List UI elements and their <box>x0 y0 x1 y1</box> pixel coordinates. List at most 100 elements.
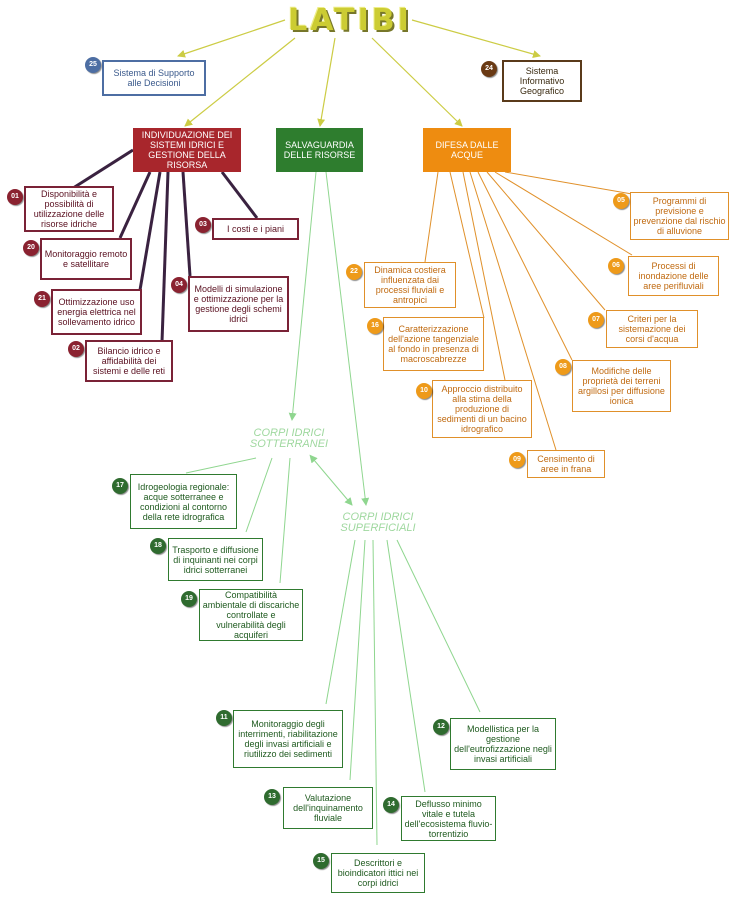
link-water-01 <box>69 148 134 192</box>
link-surface-11 <box>325 539 356 705</box>
link-safeguard-surface <box>325 171 370 506</box>
item-22-label: Dinamica costiera influenzata dai proces… <box>374 265 446 305</box>
link-defence-05 <box>504 171 633 195</box>
link-title-safeguard <box>317 37 336 127</box>
item-17-box[interactable]: Idrogeologia regionale: acque sotterrane… <box>130 474 237 529</box>
item-22-box[interactable]: Dinamica costiera influenzata dai proces… <box>364 262 456 308</box>
header-water-label: INDIVIDUAZIONE DEI SISTEMI IDRICI E GEST… <box>141 130 233 170</box>
link-surface-13 <box>349 539 366 781</box>
gis-box[interactable]: Sistema Informativo Geografico <box>502 60 582 102</box>
link-water-03 <box>220 171 259 219</box>
item-21-label: Ottimizzazione uso energia elettrica nel… <box>57 297 136 327</box>
item-09-box[interactable]: Censimento di aree in frana <box>527 450 605 478</box>
hub-groundwater[interactable]: CORPI IDRICI SOTTERRANEI <box>236 428 342 450</box>
link-title-dss <box>177 19 286 58</box>
safeguard-links <box>288 171 370 506</box>
item-14-badge: 14 <box>383 797 399 813</box>
item-13-box[interactable]: Valutazione dell'inquinamento fluviale <box>283 787 373 829</box>
dss-box[interactable]: Sistema di Supporto alle Decisioni <box>102 60 206 96</box>
item-04-badge: 04 <box>171 277 187 293</box>
item-05-label: Programmi di previsione e prevenzione da… <box>633 196 726 236</box>
item-01-badge: 01 <box>7 189 23 205</box>
item-07-label: Criteri per la sistemazione dei corsi d'… <box>618 314 686 344</box>
hub-groundwater-label: CORPI IDRICI SOTTERRANEI <box>249 427 329 450</box>
item-14-label: Deflusso minimo vitale e tutela dell'eco… <box>404 798 493 839</box>
hub-surface[interactable]: CORPI IDRICI SUPERFICIALI <box>326 512 430 534</box>
item-15-label: Descrittori e bioindicatori ittici nei c… <box>337 858 419 888</box>
item-12-badge: 12 <box>433 719 449 735</box>
link-groundwater-18 <box>245 457 273 533</box>
item-16-label: Caratterizzazione dell'azione tangenzial… <box>388 324 479 364</box>
item-06-box[interactable]: Processi di inondazione delle aree perif… <box>628 256 719 296</box>
item-06-badge: 06 <box>608 258 624 274</box>
item-19-badge: 19 <box>181 591 197 607</box>
item-11-box[interactable]: Monitoraggio degli interrimenti, riabili… <box>233 710 343 768</box>
latibi-logo: LATIBI <box>288 3 412 38</box>
header-defence[interactable]: DIFESA DALLE ACQUE <box>423 128 511 172</box>
item-21-badge: 21 <box>34 291 50 307</box>
item-20-box[interactable]: Monitoraggio remoto e satellitare <box>40 238 132 280</box>
gis-label: Sistema Informativo Geografico <box>519 66 565 96</box>
item-11-badge: 11 <box>216 710 232 726</box>
link-title-defence <box>371 37 463 127</box>
link-defence-22 <box>424 171 439 263</box>
link-defence-08 <box>477 171 573 361</box>
item-13-label: Valutazione dell'inquinamento fluviale <box>293 793 363 823</box>
link-groundwater-surface <box>309 454 353 506</box>
item-18-badge: 18 <box>150 538 166 554</box>
item-03-box[interactable]: I costi e i piani <box>212 218 299 240</box>
item-01-label: Disponibilità e possibilità di utilizzaz… <box>33 189 105 229</box>
item-10-badge: 10 <box>416 383 432 399</box>
link-water-20 <box>118 171 152 239</box>
item-02-label: Bilancio idrico e affidabilità dei siste… <box>92 346 166 376</box>
item-02-box[interactable]: Bilancio idrico e affidabilità dei siste… <box>85 340 173 382</box>
groundwater-links <box>185 457 291 584</box>
surface-links <box>325 539 481 846</box>
item-10-label: Approccio distribuito alla stima della p… <box>437 384 527 434</box>
link-water-04 <box>181 171 192 277</box>
item-18-box[interactable]: Trasporto e diffusione di inquinanti nei… <box>168 538 263 581</box>
item-08-box[interactable]: Modifiche delle proprietà dei terreni ar… <box>572 360 671 412</box>
item-12-box[interactable]: Modellistica per la gestione dell'eutrof… <box>450 718 556 770</box>
hub-surface-label: CORPI IDRICI SUPERFICIALI <box>340 511 416 534</box>
link-surface-12 <box>396 539 481 713</box>
item-17-badge: 17 <box>112 478 128 494</box>
item-19-label: Compatibilità ambientale di discariche c… <box>202 590 300 640</box>
item-16-box[interactable]: Caratterizzazione dell'azione tangenzial… <box>383 317 484 371</box>
item-12-label: Modellistica per la gestione dell'eutrof… <box>454 724 552 764</box>
item-21-box[interactable]: Ottimizzazione uso energia elettrica nel… <box>51 289 142 335</box>
item-01-box[interactable]: Disponibilità e possibilità di utilizzaz… <box>24 186 114 232</box>
item-16-badge: 16 <box>367 318 383 334</box>
item-04-box[interactable]: Modelli di simulazione e ottimizzazione … <box>188 276 289 332</box>
item-13-badge: 13 <box>264 789 280 805</box>
item-04-label: Modelli di simulazione e ottimizzazione … <box>193 284 284 324</box>
item-20-label: Monitoraggio remoto e satellitare <box>44 249 128 269</box>
link-title-gis <box>411 19 541 58</box>
item-03-badge: 03 <box>195 217 211 233</box>
item-20-badge: 20 <box>23 240 39 256</box>
item-19-box[interactable]: Compatibilità ambientale di discariche c… <box>199 589 303 641</box>
link-groundwater-19 <box>279 457 291 584</box>
link-defence-06 <box>494 171 633 256</box>
link-water-02 <box>160 171 170 343</box>
header-safeguard-label: SALVAGUARDIA DELLE RISORSE <box>283 140 356 160</box>
link-groundwater-17 <box>185 457 257 474</box>
item-07-box[interactable]: Criteri per la sistemazione dei corsi d'… <box>606 310 698 348</box>
item-11-label: Monitoraggio degli interrimenti, riabili… <box>238 719 338 759</box>
link-water-21 <box>138 171 162 291</box>
item-14-box[interactable]: Deflusso minimo vitale e tutela dell'eco… <box>401 796 496 841</box>
item-08-label: Modifiche delle proprietà dei terreni ar… <box>578 366 665 406</box>
dss-label: Sistema di Supporto alle Decisioni <box>113 68 195 88</box>
item-15-badge: 15 <box>313 853 329 869</box>
item-17-label: Idrogeologia regionale: acque sotterrane… <box>137 481 230 522</box>
header-water-systems[interactable]: INDIVIDUAZIONE DEI SISTEMI IDRICI E GEST… <box>133 128 241 172</box>
defence-links <box>424 171 633 451</box>
item-10-box[interactable]: Approccio distribuito alla stima della p… <box>432 380 532 438</box>
item-05-box[interactable]: Programmi di previsione e prevenzione da… <box>630 192 729 240</box>
header-safeguard[interactable]: SALVAGUARDIA DELLE RISORSE <box>276 128 363 172</box>
item-15-box[interactable]: Descrittori e bioindicatori ittici nei c… <box>331 853 425 893</box>
gis-badge: 24 <box>481 61 497 77</box>
water-links <box>69 148 259 343</box>
